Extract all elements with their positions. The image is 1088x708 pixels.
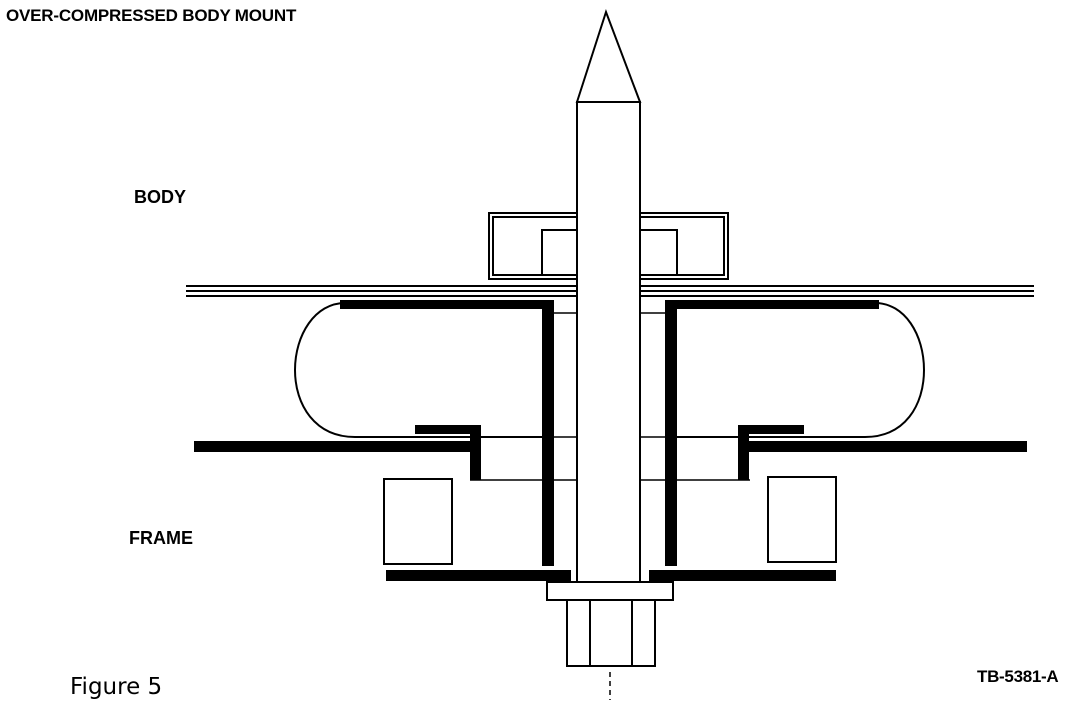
lower-retainer-plate <box>386 570 836 581</box>
right-rubber-cushion <box>669 302 926 438</box>
frame-bracket <box>194 425 1027 480</box>
mounting-bolt <box>575 8 642 583</box>
lower-rubber-cushions <box>383 476 837 565</box>
bolt-nut <box>546 581 674 667</box>
figure-caption: Figure 5 <box>70 674 163 700</box>
cushion-centerlines <box>470 312 750 481</box>
upper-sleeve <box>340 300 879 566</box>
left-rubber-cushion <box>293 302 549 438</box>
frame-label: FRAME <box>129 528 193 548</box>
diagram-title: OVER-COMPRESSED BODY MOUNT <box>6 6 297 25</box>
reference-number: TB-5381-A <box>977 667 1059 686</box>
body-label: BODY <box>134 187 187 207</box>
